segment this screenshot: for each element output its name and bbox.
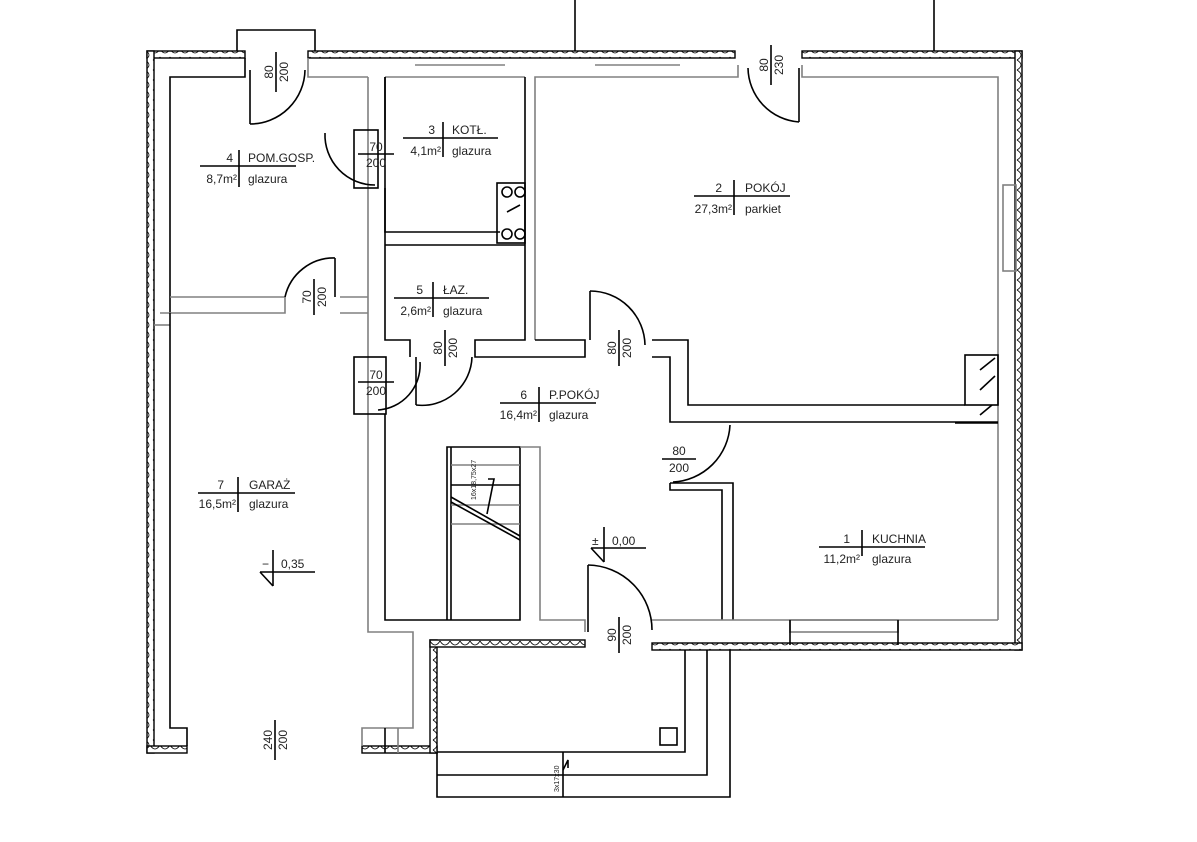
chimney [496, 182, 526, 244]
door-label-6: 80 200 [605, 330, 634, 366]
reference-lines [574, 0, 935, 51]
room-label-4: 4 POM.GOSP. 8,7m² glazura [200, 150, 315, 187]
svg-text:GARAŻ: GARAŻ [249, 478, 290, 492]
svg-text:70: 70 [369, 368, 383, 382]
room-label-7: 7 GARAŻ 16,5m² glazura [198, 477, 295, 512]
svg-text:±: ± [592, 534, 599, 548]
svg-text:P.POKÓJ: P.POKÓJ [549, 387, 599, 402]
door-label-7: 70 200 [358, 368, 394, 398]
svg-text:POKÓJ: POKÓJ [745, 180, 786, 195]
door-label-1: 80 200 [262, 52, 291, 92]
svg-text:KOTŁ.: KOTŁ. [452, 123, 487, 137]
svg-text:parkiet: parkiet [745, 202, 782, 216]
room-label-3: 3 KOTŁ. 4,1m² glazura [403, 122, 498, 158]
svg-text:1: 1 [843, 532, 850, 546]
door-label-9: 90 200 [605, 617, 634, 653]
room-label-1: 1 KUCHNIA 11,2m² glazura [819, 530, 926, 566]
svg-text:glazura: glazura [549, 408, 589, 422]
svg-text:glazura: glazura [872, 552, 912, 566]
svg-text:200: 200 [366, 384, 386, 398]
svg-text:200: 200 [446, 338, 460, 358]
svg-text:70: 70 [300, 290, 314, 304]
svg-text:240: 240 [261, 730, 275, 750]
terrace [384, 650, 731, 798]
interior-walls [154, 58, 1017, 798]
door-swings [249, 67, 800, 632]
door-label-10: 240 200 [261, 720, 290, 760]
svg-text:200: 200 [276, 730, 290, 750]
svg-text:0,00: 0,00 [612, 534, 636, 548]
svg-text:200: 200 [669, 461, 689, 475]
svg-text:2: 2 [715, 181, 722, 195]
svg-text:glazura: glazura [443, 304, 483, 318]
svg-text:80: 80 [757, 58, 771, 72]
svg-text:200: 200 [315, 287, 329, 307]
svg-text:8,7m²: 8,7m² [206, 172, 237, 186]
svg-text:ŁAZ.: ŁAZ. [443, 283, 468, 297]
svg-text:200: 200 [366, 156, 386, 170]
svg-text:230: 230 [772, 55, 786, 75]
svg-text:16,5m²: 16,5m² [199, 497, 236, 511]
svg-text:4: 4 [226, 151, 233, 165]
room-label-5: 5 ŁAZ. 2,6m² glazura [394, 282, 489, 318]
door-label-2: 80 230 [757, 45, 786, 85]
room-label-6: 6 P.POKÓJ 16,4m² glazura [500, 387, 599, 422]
svg-text:27,3m²: 27,3m² [695, 202, 732, 216]
stair-label-interior: 16x18,75x27 [471, 460, 478, 500]
svg-text:200: 200 [277, 62, 291, 82]
elevation-marker-0-00: ± 0,00 [590, 527, 646, 563]
svg-text:KUCHNIA: KUCHNIA [872, 532, 926, 546]
svg-text:glazura: glazura [452, 144, 492, 158]
svg-text:80: 80 [672, 444, 686, 458]
svg-text:4,1m²: 4,1m² [410, 144, 441, 158]
svg-text:6: 6 [520, 388, 527, 402]
door-label-8: 80 200 [662, 444, 696, 475]
svg-text:16,4m²: 16,4m² [500, 408, 537, 422]
door-label-3: 70 200 [358, 140, 394, 170]
door-label-4: 70 200 [300, 279, 329, 315]
svg-text:90: 90 [605, 628, 619, 642]
svg-text:70: 70 [369, 140, 383, 154]
svg-text:200: 200 [620, 625, 634, 645]
exterior-walls [146, 29, 1023, 754]
svg-text:200: 200 [620, 338, 634, 358]
svg-text:80: 80 [605, 341, 619, 355]
room-label-2: 2 POKÓJ 27,3m² parkiet [694, 180, 790, 216]
svg-text:7: 7 [217, 478, 224, 492]
svg-text:glazura: glazura [248, 172, 288, 186]
elevation-marker-minus-0-35: − 0,35 [259, 550, 315, 587]
door-label-5: 80 200 [431, 330, 460, 366]
stair-label-exterior: 3x17x30 [554, 765, 561, 792]
svg-text:glazura: glazura [249, 497, 289, 511]
svg-text:80: 80 [431, 341, 445, 355]
svg-text:11,2m²: 11,2m² [824, 552, 860, 566]
svg-text:5: 5 [416, 283, 423, 297]
svg-text:3: 3 [428, 123, 435, 137]
svg-text:0,35: 0,35 [281, 557, 305, 571]
svg-text:80: 80 [262, 65, 276, 79]
svg-text:2,6m²: 2,6m² [400, 304, 431, 318]
svg-text:−: − [262, 557, 269, 571]
svg-text:POM.GOSP.: POM.GOSP. [248, 151, 315, 165]
